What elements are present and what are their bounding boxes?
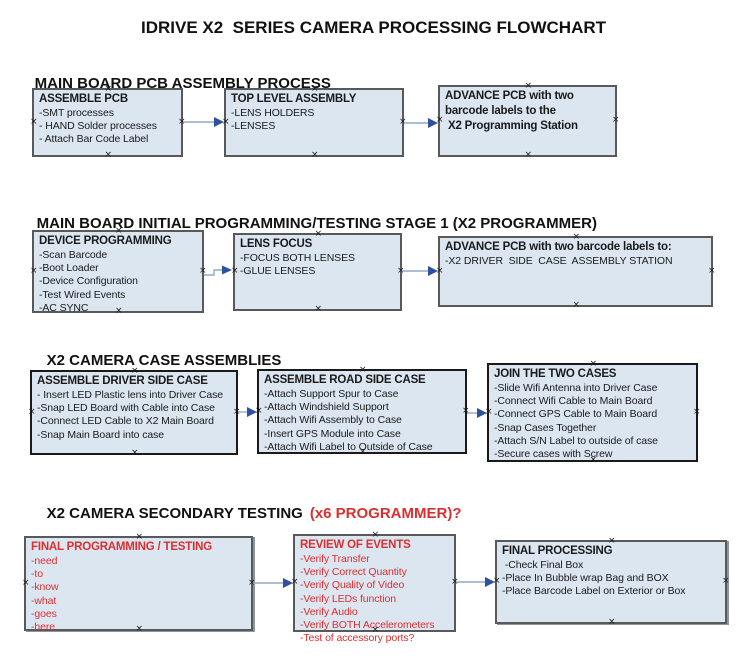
connector-handle-icon <box>105 85 111 94</box>
process-box-join-the-two-cases: JOIN THE TWO CASES -Slide Wifi Antenna i… <box>487 363 698 462</box>
arrowhead-icon <box>428 266 438 276</box>
connector-handle-icon <box>115 227 121 236</box>
section-header-secondary-testing: X2 CAMERA SECONDARY TESTING (x6 PROGRAMME… <box>30 488 462 539</box>
arrowhead-icon <box>428 118 438 128</box>
process-box-lens-focus: LENS FOCUS -FOCUS BOTH LENSES -GLUE LENS… <box>233 233 402 311</box>
connector-handle-icon <box>105 151 111 160</box>
arrowhead-icon <box>485 577 495 587</box>
connector-handle-icon <box>136 625 142 634</box>
process-box-device-programming: DEVICE PROGRAMMING -Scan Barcode -Boot L… <box>30 227 204 316</box>
section-header-case-assemblies: X2 CAMERA CASE ASSEMBLIES <box>30 335 282 386</box>
arrowhead-icon <box>477 408 487 418</box>
flow-arrow <box>402 266 438 276</box>
box-items: -Slide Wifi Antenna into Driver Case -Co… <box>494 382 658 461</box>
process-box-final-processing: FINAL PROCESSING -Check Final Box -Place… <box>495 540 727 624</box>
arrowhead-icon <box>247 407 257 417</box>
box-items: -Attach Support Spur to Case -Attach Win… <box>264 388 433 453</box>
connector-handle-icon <box>722 577 728 586</box>
connector-handle-icon <box>693 408 699 417</box>
connector-handle-icon <box>131 449 137 458</box>
connector-handle-icon <box>131 367 137 376</box>
flow-arrow <box>467 408 487 418</box>
flow-arrow <box>404 118 438 128</box>
flow-arrow <box>204 265 232 276</box>
process-box-assemble-pcb: ASSEMBLE PCB -SMT processes - HAND Solde… <box>32 88 183 157</box>
arrowhead-icon <box>283 578 293 588</box>
section-header-text: MAIN BOARD INITIAL PROGRAMMING/TESTING S… <box>36 215 597 232</box>
box-title: ADVANCE PCB with two barcode labels to t… <box>445 90 578 132</box>
box-items: -X2 DRIVER SIDE CASE ASSEMBLY STATION <box>445 255 673 267</box>
process-box-advance-to-case-assembly: ADVANCE PCB with two barcode labels to: … <box>438 236 713 307</box>
connector-handle-icon <box>573 301 579 310</box>
box-title: FINAL PROGRAMMING / TESTING <box>31 541 212 553</box>
connector-handle-icon <box>590 360 596 369</box>
connector-handle-icon <box>136 533 142 542</box>
process-box-advance-to-programming-station: ADVANCE PCB with two barcode labels to t… <box>438 85 617 157</box>
process-box-final-programming-testing: FINAL PROGRAMMING / TESTING -need -to -k… <box>22 533 253 634</box>
section-header-initial-programming: MAIN BOARD INITIAL PROGRAMMING/TESTING S… <box>20 198 597 249</box>
flow-arrow <box>183 117 224 127</box>
connector-handle-icon <box>115 307 121 316</box>
connector-handle-icon <box>315 230 321 239</box>
box-items: - Insert LED Plastic lens into Driver Ca… <box>37 389 224 441</box>
arrowhead-icon <box>214 117 224 127</box>
flow-arrow <box>238 407 257 417</box>
box-items: -Verify Transfer -Verify Correct Quantit… <box>300 553 435 645</box>
section-header-text: MAIN BOARD PCB ASSEMBLY PROCESS <box>34 75 331 92</box>
box-title: LENS FOCUS <box>240 238 313 250</box>
process-box-top-level-assembly: TOP LEVEL ASSEMBLY -LENS HOLDERS -LENSES <box>224 88 404 157</box>
connector-handle-icon <box>525 151 531 160</box>
connector-handle-icon <box>573 233 579 242</box>
box-title: REVIEW OF EVENTS <box>300 539 411 551</box>
connector-handle-icon <box>608 618 614 627</box>
box-items: -Scan Barcode -Boot Loader -Device Confi… <box>39 249 138 314</box>
connector-handle-icon <box>612 116 618 125</box>
box-title: ADVANCE PCB with two barcode labels to: <box>445 241 672 253</box>
connector-handle-icon <box>30 118 36 127</box>
box-items: -FOCUS BOTH LENSES -GLUE LENSES <box>240 252 355 278</box>
box-title: DEVICE PROGRAMMING <box>39 235 172 247</box>
connector-handle-icon <box>590 456 596 465</box>
box-items: -LENS HOLDERS -LENSES <box>231 107 315 133</box>
flowchart-title: IDRIVE X2 SERIES CAMERA PROCESSING FLOWC… <box>140 18 607 37</box>
connector-handle-icon <box>22 579 28 588</box>
connector-handle-icon <box>708 267 714 276</box>
section-header-highlight: (x6 PROGRAMMER)? <box>309 505 462 522</box>
box-title: TOP LEVEL ASSEMBLY <box>231 93 357 105</box>
box-title: FINAL PROCESSING <box>502 545 613 557</box>
connector-handle-icon <box>372 626 378 635</box>
section-header-text: X2 CAMERA SECONDARY TESTING <box>46 505 303 522</box>
connector-handle-icon <box>315 305 321 314</box>
connector-handle-icon <box>608 537 614 546</box>
section-header-text: X2 CAMERA CASE ASSEMBLIES <box>46 352 282 369</box>
box-title: ASSEMBLE DRIVER SIDE CASE <box>37 375 208 387</box>
connector-handle-icon <box>359 448 365 457</box>
process-box-assemble-driver-side-case: ASSEMBLE DRIVER SIDE CASE - Insert LED P… <box>30 370 238 455</box>
box-title: JOIN THE TWO CASES <box>494 368 617 380</box>
section-header-pcb-assembly: MAIN BOARD PCB ASSEMBLY PROCESS <box>18 58 331 109</box>
arrowhead-icon <box>222 265 232 275</box>
box-items: -need -to -know -what -goes -here <box>31 555 59 634</box>
flow-arrow <box>456 577 495 587</box>
connector-handle-icon <box>28 408 34 417</box>
box-title: ASSEMBLE ROAD SIDE CASE <box>264 374 426 386</box>
box-items: -SMT processes - HAND Solder processes -… <box>39 107 157 146</box>
box-title: ASSEMBLE PCB <box>39 93 128 105</box>
connector-handle-icon <box>311 151 317 160</box>
flow-arrow <box>253 578 293 588</box>
process-box-assemble-road-side-case: ASSEMBLE ROAD SIDE CASE -Attach Support … <box>257 369 467 454</box>
connector-handle-icon <box>30 267 36 276</box>
connector-handle-icon <box>359 366 365 375</box>
connector-handle-icon <box>372 531 378 540</box>
connector-handle-icon <box>525 82 531 91</box>
box-items: -Check Final Box -Place In Bubble wrap B… <box>502 559 686 598</box>
connector-handle-icon <box>311 85 317 94</box>
process-box-review-of-events: REVIEW OF EVENTS -Verify Transfer -Verif… <box>293 531 456 644</box>
